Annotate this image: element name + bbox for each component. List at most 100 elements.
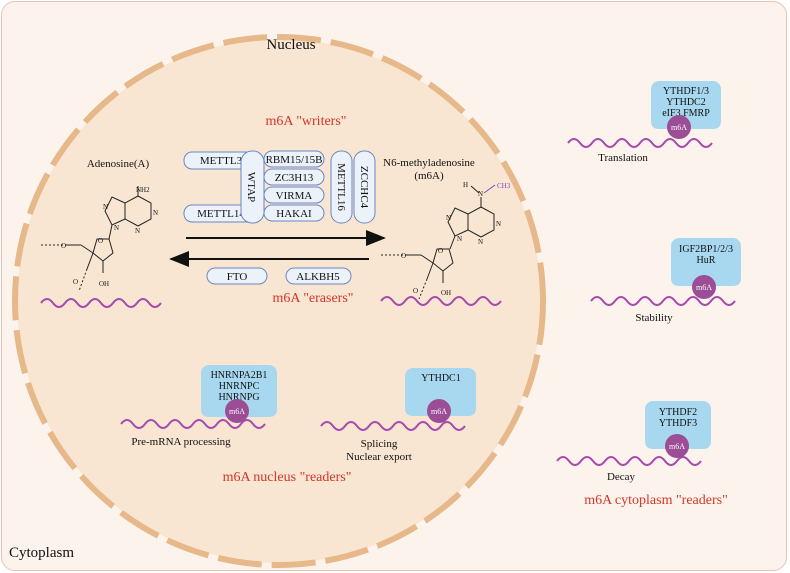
virma-box [263, 186, 325, 204]
hnrnp-m6a-badge [225, 399, 249, 423]
mettl14-label: METTL14 [197, 208, 245, 220]
cytoplasm-reader-decay: YTHDF2 YTHDF3 m6A Decay [556, 401, 711, 483]
m6a-n9: N [457, 235, 462, 243]
ythdc1-protein: YTHDC1 [421, 373, 460, 384]
hnrnp-protein-3: HNRNPG [218, 392, 259, 403]
translation-protein-3: eIF3,FMRP [662, 108, 710, 119]
zc3h13-label: ZC3H13 [275, 172, 314, 184]
adenosine-n7: N [103, 203, 108, 211]
m6a-h: H [463, 181, 468, 189]
cytoplasm-reader-stability: IGF2BP1/2/3 HuR m6A Stability [590, 238, 741, 324]
adenosine-3-o: O [73, 278, 78, 286]
zcchc4-box [353, 150, 376, 224]
ythdc1-rna [320, 421, 466, 431]
m6a-5-o: O [401, 252, 406, 260]
stability-m6a-badge [692, 275, 716, 299]
decay-m6a-text: m6A [669, 442, 685, 451]
alkbh5-box [285, 267, 352, 285]
hnrnp-protein-1: HNRNPA2B1 [211, 370, 268, 381]
decay-label: Decay [607, 471, 636, 483]
splicing-label: Splicing [361, 438, 398, 450]
nucleus-reader-hnrnp: HNRNPA2B1 HNRNPC HNRNPG m6A Pre-mRNA pro… [120, 365, 277, 448]
stability-protein-2: HuR [697, 255, 716, 266]
decay-protein-1: YTHDF2 [659, 407, 697, 418]
decay-protein-2: YTHDF3 [659, 418, 697, 429]
hnrnp-protein-2: HNRNPC [219, 381, 260, 392]
ythdc1-m6a-badge [427, 399, 451, 423]
nucleus-reader-ythdc1: YTHDC1 m6A Splicing Nuclear export [320, 368, 476, 463]
nucleus-readers-title: m6A nucleus "readers" [223, 470, 352, 485]
adenosine-nh2: NH2 [136, 186, 150, 194]
adenosine-oh: OH [99, 280, 109, 288]
adenosine-n1: N [153, 209, 158, 217]
adenosine-n3: N [135, 227, 140, 235]
m6a-n3: N [478, 238, 483, 246]
decay-m6a-badge [665, 434, 689, 458]
adenosine-n9: N [114, 224, 119, 232]
eraser-proteins: FTO ALKBH5 [206, 267, 352, 285]
cytoplasm-reader-translation: YTHDF1/3 YTHDC2 eIF3,FMRP m6A Translatio… [567, 81, 721, 164]
m6a-name-line1: N6-methyladenosine [383, 157, 475, 169]
rbm15-box [263, 150, 325, 168]
m6a-rna [380, 296, 502, 306]
nuclear-export-label: Nuclear export [346, 451, 412, 463]
decay-rna [556, 456, 702, 466]
wtap-box [240, 150, 265, 224]
m6a-name-line2: (m6A) [414, 170, 444, 182]
m6a-ch3: CH3 [497, 182, 511, 190]
rbm15-label: RBM15/15B [266, 154, 323, 166]
stability-rna [590, 296, 736, 306]
mettl16-label: METTL16 [335, 163, 347, 211]
m6a-structure: N6-methyladenosine (m6A) H CH3 N O O O O… [381, 157, 511, 300]
m6a-3-o: O [413, 287, 418, 295]
ythdc1-reader-shape [405, 368, 476, 416]
alkbh5-label: ALKBH5 [296, 271, 340, 283]
nuclear-membrane [12, 34, 546, 568]
stability-m6a-text: m6A [696, 283, 712, 292]
stability-protein-1: IGF2BP1/2/3 [679, 244, 733, 255]
nucleus-body [17, 39, 541, 563]
ythdc1-m6a-text: m6A [431, 407, 447, 416]
m6a-oh: OH [441, 289, 451, 297]
zcchc4-label: ZCCHC4 [358, 166, 370, 209]
translation-rna [567, 138, 713, 148]
cytoplasm-label: Cytoplasm [9, 545, 74, 561]
pre-mrna-label: Pre-mRNA processing [131, 436, 231, 448]
zc3h13-box [263, 168, 325, 186]
writers-title: m6A "writers" [265, 114, 346, 129]
adenosine-label: Adenosine(A) [87, 158, 150, 170]
decay-reader-shape [645, 401, 711, 449]
hnrnp-reader-shape [201, 365, 277, 417]
translation-m6a-badge [667, 115, 691, 139]
writer-complex: METTL3 METTL14 WTAP RBM15/15B ZC3H13 VIR… [183, 150, 376, 224]
m6a-n6: N [478, 190, 483, 198]
mettl16-box [330, 150, 353, 224]
nucleus-label: Nucleus [266, 37, 315, 53]
adenosine-5-o: O [61, 242, 66, 250]
fto-label: FTO [227, 271, 248, 283]
adenosine-ring-o: O [98, 237, 103, 245]
wtap-label: WTAP [245, 172, 257, 202]
translation-protein-2: YTHDC2 [666, 97, 705, 108]
virma-label: VIRMA [276, 190, 313, 202]
stability-reader-shape [671, 238, 741, 286]
hakai-box [263, 204, 325, 222]
hakai-label: HAKAI [276, 208, 312, 220]
m6a-n1: N [496, 220, 501, 228]
translation-protein-1: YTHDF1/3 [663, 86, 709, 97]
hnrnp-rna [120, 419, 266, 429]
erasers-title: m6A "erasers" [272, 291, 353, 306]
mettl3-label: METTL3 [200, 155, 243, 167]
translation-m6a-text: m6A [671, 123, 687, 132]
m6a-n7: N [446, 214, 451, 222]
translation-reader-shape [651, 81, 721, 129]
adenosine-structure: Adenosine(A) NH2 O O O OH N N N N [41, 158, 158, 292]
cytoplasm-readers-title: m6A cytoplasm "readers" [584, 493, 728, 508]
stability-label: Stability [635, 312, 673, 324]
adenosine-rna [40, 298, 162, 308]
fto-box [206, 267, 268, 285]
translation-label: Translation [598, 152, 648, 164]
hnrnp-m6a-text: m6A [229, 407, 245, 416]
